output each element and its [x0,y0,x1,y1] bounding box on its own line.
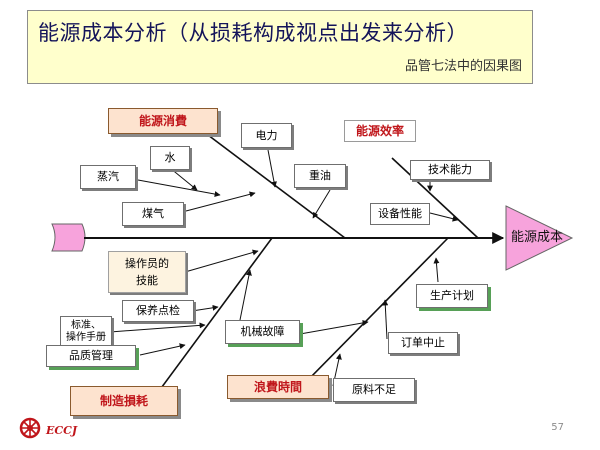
arrow-operator-skill [184,249,259,273]
arrow-production-plan [433,257,440,283]
category-manufacturing-loss: 制造損耗 [70,386,178,416]
arrow-gas [185,191,256,212]
cause-heavy-oil: 重油 [294,164,346,188]
cause-operator-skill: 操作员的 技能 [108,251,186,293]
cause-water: 水 [150,146,190,170]
bone-manufacturing-loss [155,237,273,396]
fish-head-label: 能源成本 [510,230,563,246]
fish-tail-shape [51,223,86,252]
arrow-order-suspended [382,299,389,340]
operator-skill-line2: 技能 [136,274,158,287]
cause-standards: 标准、 操作手册 [60,316,112,347]
category-waste-time: 浪費時間 [227,375,329,399]
cause-gas: 煤气 [122,202,184,226]
operator-skill-line1: 操作员的 [125,256,169,270]
arrow-steam [137,179,221,197]
arrow-equipment-performance [429,212,459,222]
cause-equipment-performance: 设备性能 [370,203,430,225]
arrow-quality-management [139,343,186,356]
page-title: 能源成本分析（从损耗构成视点出发来分析） [38,21,468,45]
page-number: 57 [551,422,564,433]
cause-maintenance: 保养点检 [122,300,194,322]
arrow-machine-to-bone [299,319,369,335]
arrow-electricity [267,149,277,188]
cause-material-shortage: 原料不足 [333,378,415,402]
page-subtitle: 品管七法中的因果图 [404,59,522,74]
cause-steam: 蒸汽 [80,165,136,189]
cause-electricity: 电力 [241,123,292,148]
cause-technical-ability: 技术能力 [410,160,490,180]
eccj-logo-icon [19,417,41,439]
cause-production-plan: 生产计划 [416,284,488,308]
category-energy-consumption: 能源消費 [108,108,218,134]
arrow-machine-failure [239,269,252,321]
title-panel: 能源成本分析（从损耗构成视点出发来分析） 品管七法中的因果图 [27,10,533,84]
standards-line2: 操作手册 [66,331,106,343]
fish-head-shape [505,205,574,271]
arrow-heavy-oil [312,189,331,219]
arrow-water [169,167,198,191]
cause-machine-failure: 机械故障 [225,320,300,344]
cause-quality-management: 品质管理 [46,345,136,367]
arrow-standards [109,322,206,333]
cause-order-suspended: 订单中止 [388,332,458,354]
category-energy-efficiency: 能源效率 [344,120,416,142]
bone-waste-time [304,237,449,384]
bone-energy-efficiency [391,157,479,239]
standards-line1: 标准、 [71,319,101,331]
logo-text: ECCJ [46,424,78,437]
